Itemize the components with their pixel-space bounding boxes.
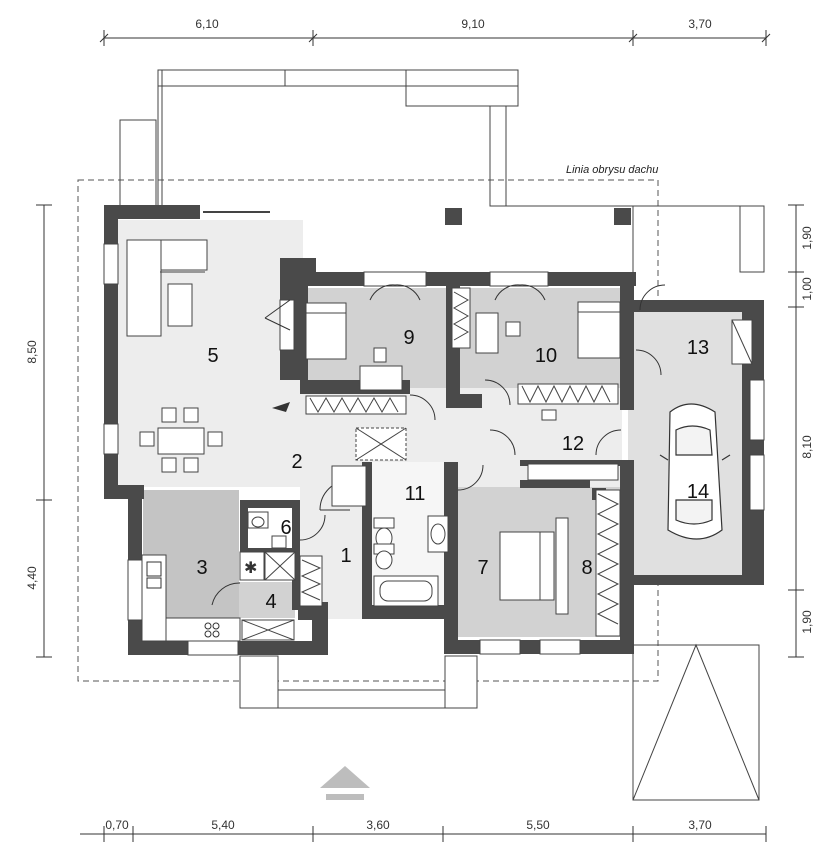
- carport: [632, 643, 760, 801]
- kitchen-counter: [141, 554, 241, 642]
- dim-left-1: 8,50: [25, 340, 39, 364]
- dim-right-3: 8,10: [800, 435, 814, 459]
- pergola-post: [614, 208, 631, 225]
- car-icon: [659, 403, 731, 540]
- dimension-lines: [36, 30, 804, 842]
- garage-cabinet-cross: [731, 319, 753, 365]
- pergola-post: [445, 208, 462, 225]
- terrace-pergola: [119, 69, 519, 209]
- dim-bottom-5: 3,70: [688, 818, 712, 832]
- wardrobe: [451, 287, 471, 349]
- toilet-icon: [373, 517, 395, 570]
- room-number: 5: [207, 345, 218, 367]
- sofa: [126, 239, 208, 337]
- coffee-table: [167, 283, 193, 327]
- roof-outline-label: Linia obrysu dachu: [566, 164, 658, 176]
- wardrobe: [305, 395, 407, 415]
- room-number: 7: [477, 557, 488, 579]
- windows: [103, 243, 765, 709]
- bathtub-icon: [373, 575, 439, 607]
- room-number: 1: [340, 545, 351, 567]
- chair: [505, 321, 521, 337]
- room-number: 12: [562, 433, 584, 455]
- dim-bottom-2: 5,40: [211, 818, 235, 832]
- boiler-room-cross: [264, 551, 296, 581]
- dim-bottom-3: 3,60: [366, 818, 390, 832]
- entrance-canopy: [277, 689, 446, 709]
- dim-left-2: 4,40: [25, 566, 39, 590]
- dim-right-2: 1,00: [800, 277, 814, 301]
- garage-shelf: [527, 463, 619, 481]
- corridor-cabinet: [541, 409, 557, 421]
- dim-bottom-1: 0,70: [105, 818, 129, 832]
- dim-top-2: 9,10: [461, 17, 485, 31]
- dim-right-4: 1,90: [800, 610, 814, 634]
- bed-icon: [577, 301, 621, 359]
- pantry-shelf-cross: [241, 619, 295, 641]
- fireplace-icon: [264, 299, 295, 412]
- room-number: 11: [405, 483, 426, 505]
- room-number: 6: [280, 517, 291, 539]
- kitchen-sink-icon: [146, 561, 162, 589]
- room-number: 4: [265, 591, 276, 613]
- room-number: 2: [291, 451, 302, 473]
- chair: [373, 347, 387, 363]
- room-number: 10: [535, 345, 557, 367]
- entrance-arrow-icon: [320, 766, 370, 800]
- dim-bottom-4: 5,50: [526, 818, 550, 832]
- room-number: 9: [403, 327, 414, 349]
- dining-set: [139, 407, 223, 473]
- utility-cabinet: [239, 551, 265, 581]
- sink-icon: [427, 515, 449, 553]
- stove-icon: [204, 622, 220, 638]
- room-number: 8: [581, 557, 592, 579]
- wardrobe: [517, 383, 619, 405]
- wardrobe: [595, 489, 621, 637]
- room-number: 3: [196, 557, 207, 579]
- desk: [475, 312, 499, 354]
- room-number: 13: [687, 337, 709, 359]
- dim-top-3: 3,70: [688, 17, 712, 31]
- entry-closet: [299, 555, 323, 607]
- bed-icon: [499, 517, 569, 615]
- desk: [359, 365, 403, 391]
- wc-fixtures: [247, 511, 287, 549]
- pergola-extension: [506, 205, 765, 273]
- dim-top-1: 6,10: [195, 17, 219, 31]
- room-number: 14: [687, 481, 709, 503]
- shower: [331, 427, 407, 507]
- floor-pantry: [239, 582, 295, 618]
- fan-icon: ✱: [244, 560, 257, 577]
- bed-icon: [305, 302, 347, 360]
- dim-right-1: 1,90: [800, 226, 814, 250]
